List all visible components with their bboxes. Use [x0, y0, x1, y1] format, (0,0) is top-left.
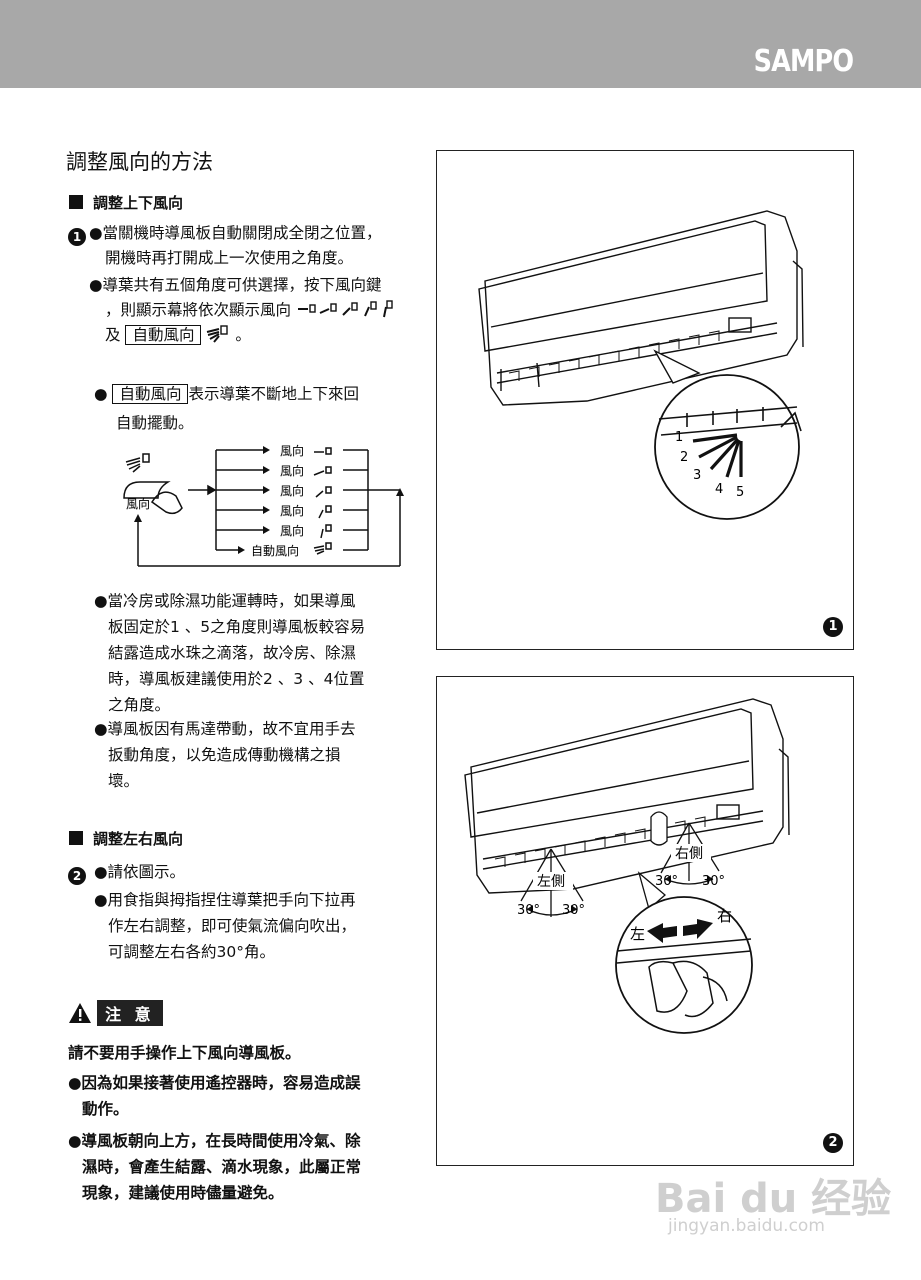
louver-number: 2: [680, 450, 688, 465]
angle-label: 30°: [517, 903, 540, 918]
step-number-badge: 2: [68, 867, 86, 885]
button-label: 風向: [126, 496, 150, 511]
angle-label: 30°: [562, 903, 585, 918]
louver-number: 5: [736, 485, 744, 500]
flow-option: 風向: [280, 483, 304, 498]
flow-option: 自動風向: [251, 543, 299, 558]
square-bullet-icon: [69, 831, 83, 845]
ac-unit-side-adjust-illustration: 左側 右側 30° 30° 30° 30° 左 右: [464, 698, 790, 1034]
louver-number: 4: [715, 482, 723, 497]
wind-direction-flow-diagram: 風向 風向 風向 風向 風向 風向 自動風向: [123, 443, 404, 567]
updown-p1: ●當關機時導風板自動關閉成全閉之位置， 開機時再打開成上一次使用之角度。: [89, 224, 382, 267]
figure-number: 2: [823, 1133, 843, 1153]
leftright-text: ●請依圖示。 ●用食指與拇指捏住導葉把手向下拉再 作左右調整，即可使氣流偏向吹出…: [94, 863, 357, 961]
figure-2-panel: 左側 右側 30° 30° 30° 30° 左 右 2: [436, 676, 854, 1166]
caution-item: ●導風板朝向上方，在長時間使用冷氣、除 濕時，會產生結露、滴水現象，此屬正常 現…: [68, 1132, 362, 1202]
page-header: SAMPO: [0, 0, 921, 88]
updown-p2: ●導葉共有五個角度可供選擇，按下風向鍵 ，則顯示幕將依次顯示風向 及 自動風向 …: [89, 273, 394, 348]
flow-option: 風向: [280, 503, 304, 518]
flow-option: 風向: [280, 523, 304, 538]
louver-number: 1: [675, 430, 683, 445]
caution-item: ●因為如果接著使用遙控器時，容易造成誤 動作。: [68, 1074, 361, 1118]
arrow-right-label: 右: [717, 907, 732, 925]
updown-heading: 調整上下風向: [69, 192, 183, 213]
note-2: ●導風板因有馬達帶動，故不宜用手去 扳動角度，以免造成傳動機構之損 壞。: [94, 720, 356, 790]
leftright-heading: 調整左右風向: [69, 828, 183, 849]
angle-label: 30°: [702, 874, 725, 889]
square-bullet-icon: [69, 195, 83, 209]
watermark-logo: Bai du 经验: [655, 1176, 892, 1222]
brand-logo: SAMPO: [753, 44, 853, 79]
louver-number: 3: [693, 468, 701, 483]
flow-option: 風向: [280, 463, 304, 478]
caution-header: 注 意: [68, 1000, 163, 1026]
auto-desc: ● 自動風向表示導葉不斷地上下來回 自動擺動。: [94, 384, 359, 432]
note-1: ●當冷房或除濕功能運轉時，如果導風 板固定於1 、5之角度則導風板較容易 結露造…: [94, 592, 366, 714]
caution-tag: 注 意: [97, 1000, 163, 1026]
arrow-left-label: 左: [630, 925, 645, 943]
left-side-label: 左側: [537, 874, 565, 890]
angle-label: 30°: [655, 874, 678, 889]
caution-lead: 請不要用手操作上下風向導風板。: [68, 1044, 301, 1062]
step-number-badge: 1: [68, 228, 86, 246]
flow-option: 風向: [280, 443, 304, 458]
ac-unit-louver-illustration: 1 2 3 4 5: [478, 210, 804, 520]
watermark-url: jingyan.baidu.com: [668, 1216, 825, 1236]
updown-step: 1: [68, 224, 86, 249]
leftright-step: 2: [68, 863, 86, 888]
figure-number: 1: [823, 617, 843, 637]
auto-swing-icon: [207, 325, 229, 343]
right-side-label: 右側: [675, 846, 703, 862]
warning-triangle-icon: [69, 1003, 91, 1023]
section-title: 調整風向的方法: [66, 150, 213, 174]
figure-1-panel: 1 2 3 4 5 1: [436, 150, 854, 650]
airflow-direction-icons: [297, 300, 393, 318]
